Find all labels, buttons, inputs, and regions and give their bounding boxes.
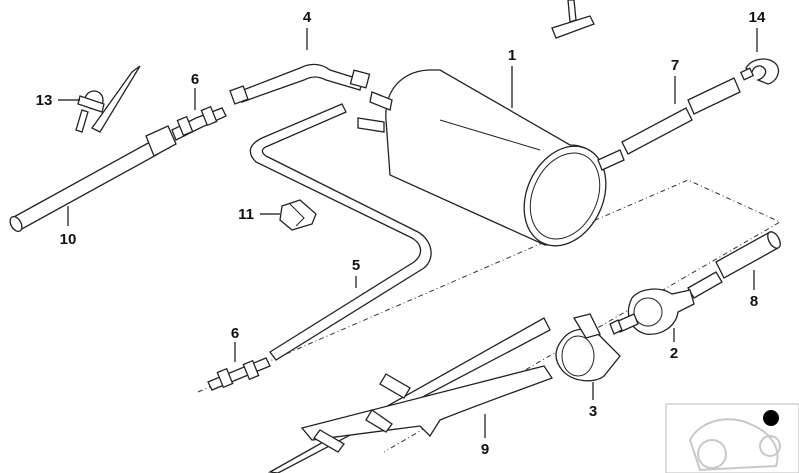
callout-11: 11 bbox=[238, 206, 254, 223]
callout-1: 1 bbox=[508, 47, 516, 64]
callout-14: 14 bbox=[749, 9, 766, 26]
thumbnail-marker-dot bbox=[763, 410, 779, 426]
callout-13: 13 bbox=[36, 92, 53, 109]
part-11-clip[interactable] bbox=[279, 199, 317, 231]
part-8-hose[interactable] bbox=[687, 230, 783, 299]
callout-3: 3 bbox=[589, 403, 597, 420]
cable-tie[interactable] bbox=[551, 0, 595, 39]
part-4-hose[interactable] bbox=[229, 63, 371, 105]
part-5-line[interactable] bbox=[249, 103, 432, 361]
part-2-valve[interactable] bbox=[609, 288, 695, 335]
part-6-connector-upper[interactable] bbox=[171, 105, 227, 141]
callout-10: 10 bbox=[60, 231, 77, 248]
part-13-clip[interactable] bbox=[75, 65, 141, 133]
callout-6b: 6 bbox=[231, 325, 239, 342]
part-9-hose-assembly[interactable] bbox=[267, 317, 553, 473]
callout-7: 7 bbox=[671, 57, 679, 74]
callout-2: 2 bbox=[670, 345, 678, 362]
part-6-connector-lower[interactable] bbox=[207, 357, 271, 391]
part-14-clamp[interactable] bbox=[739, 58, 780, 85]
part-1-canister[interactable] bbox=[357, 69, 625, 259]
callout-8: 8 bbox=[750, 293, 758, 310]
callout-9: 9 bbox=[481, 441, 489, 458]
part-7-hose[interactable] bbox=[621, 77, 741, 155]
motorcycle-thumbnail bbox=[665, 403, 799, 473]
part-3-bracket[interactable] bbox=[555, 313, 621, 382]
part-10-hose[interactable] bbox=[8, 125, 177, 233]
callout-4: 4 bbox=[303, 9, 312, 26]
callout-6a: 6 bbox=[191, 71, 199, 88]
callout-5: 5 bbox=[352, 257, 360, 274]
